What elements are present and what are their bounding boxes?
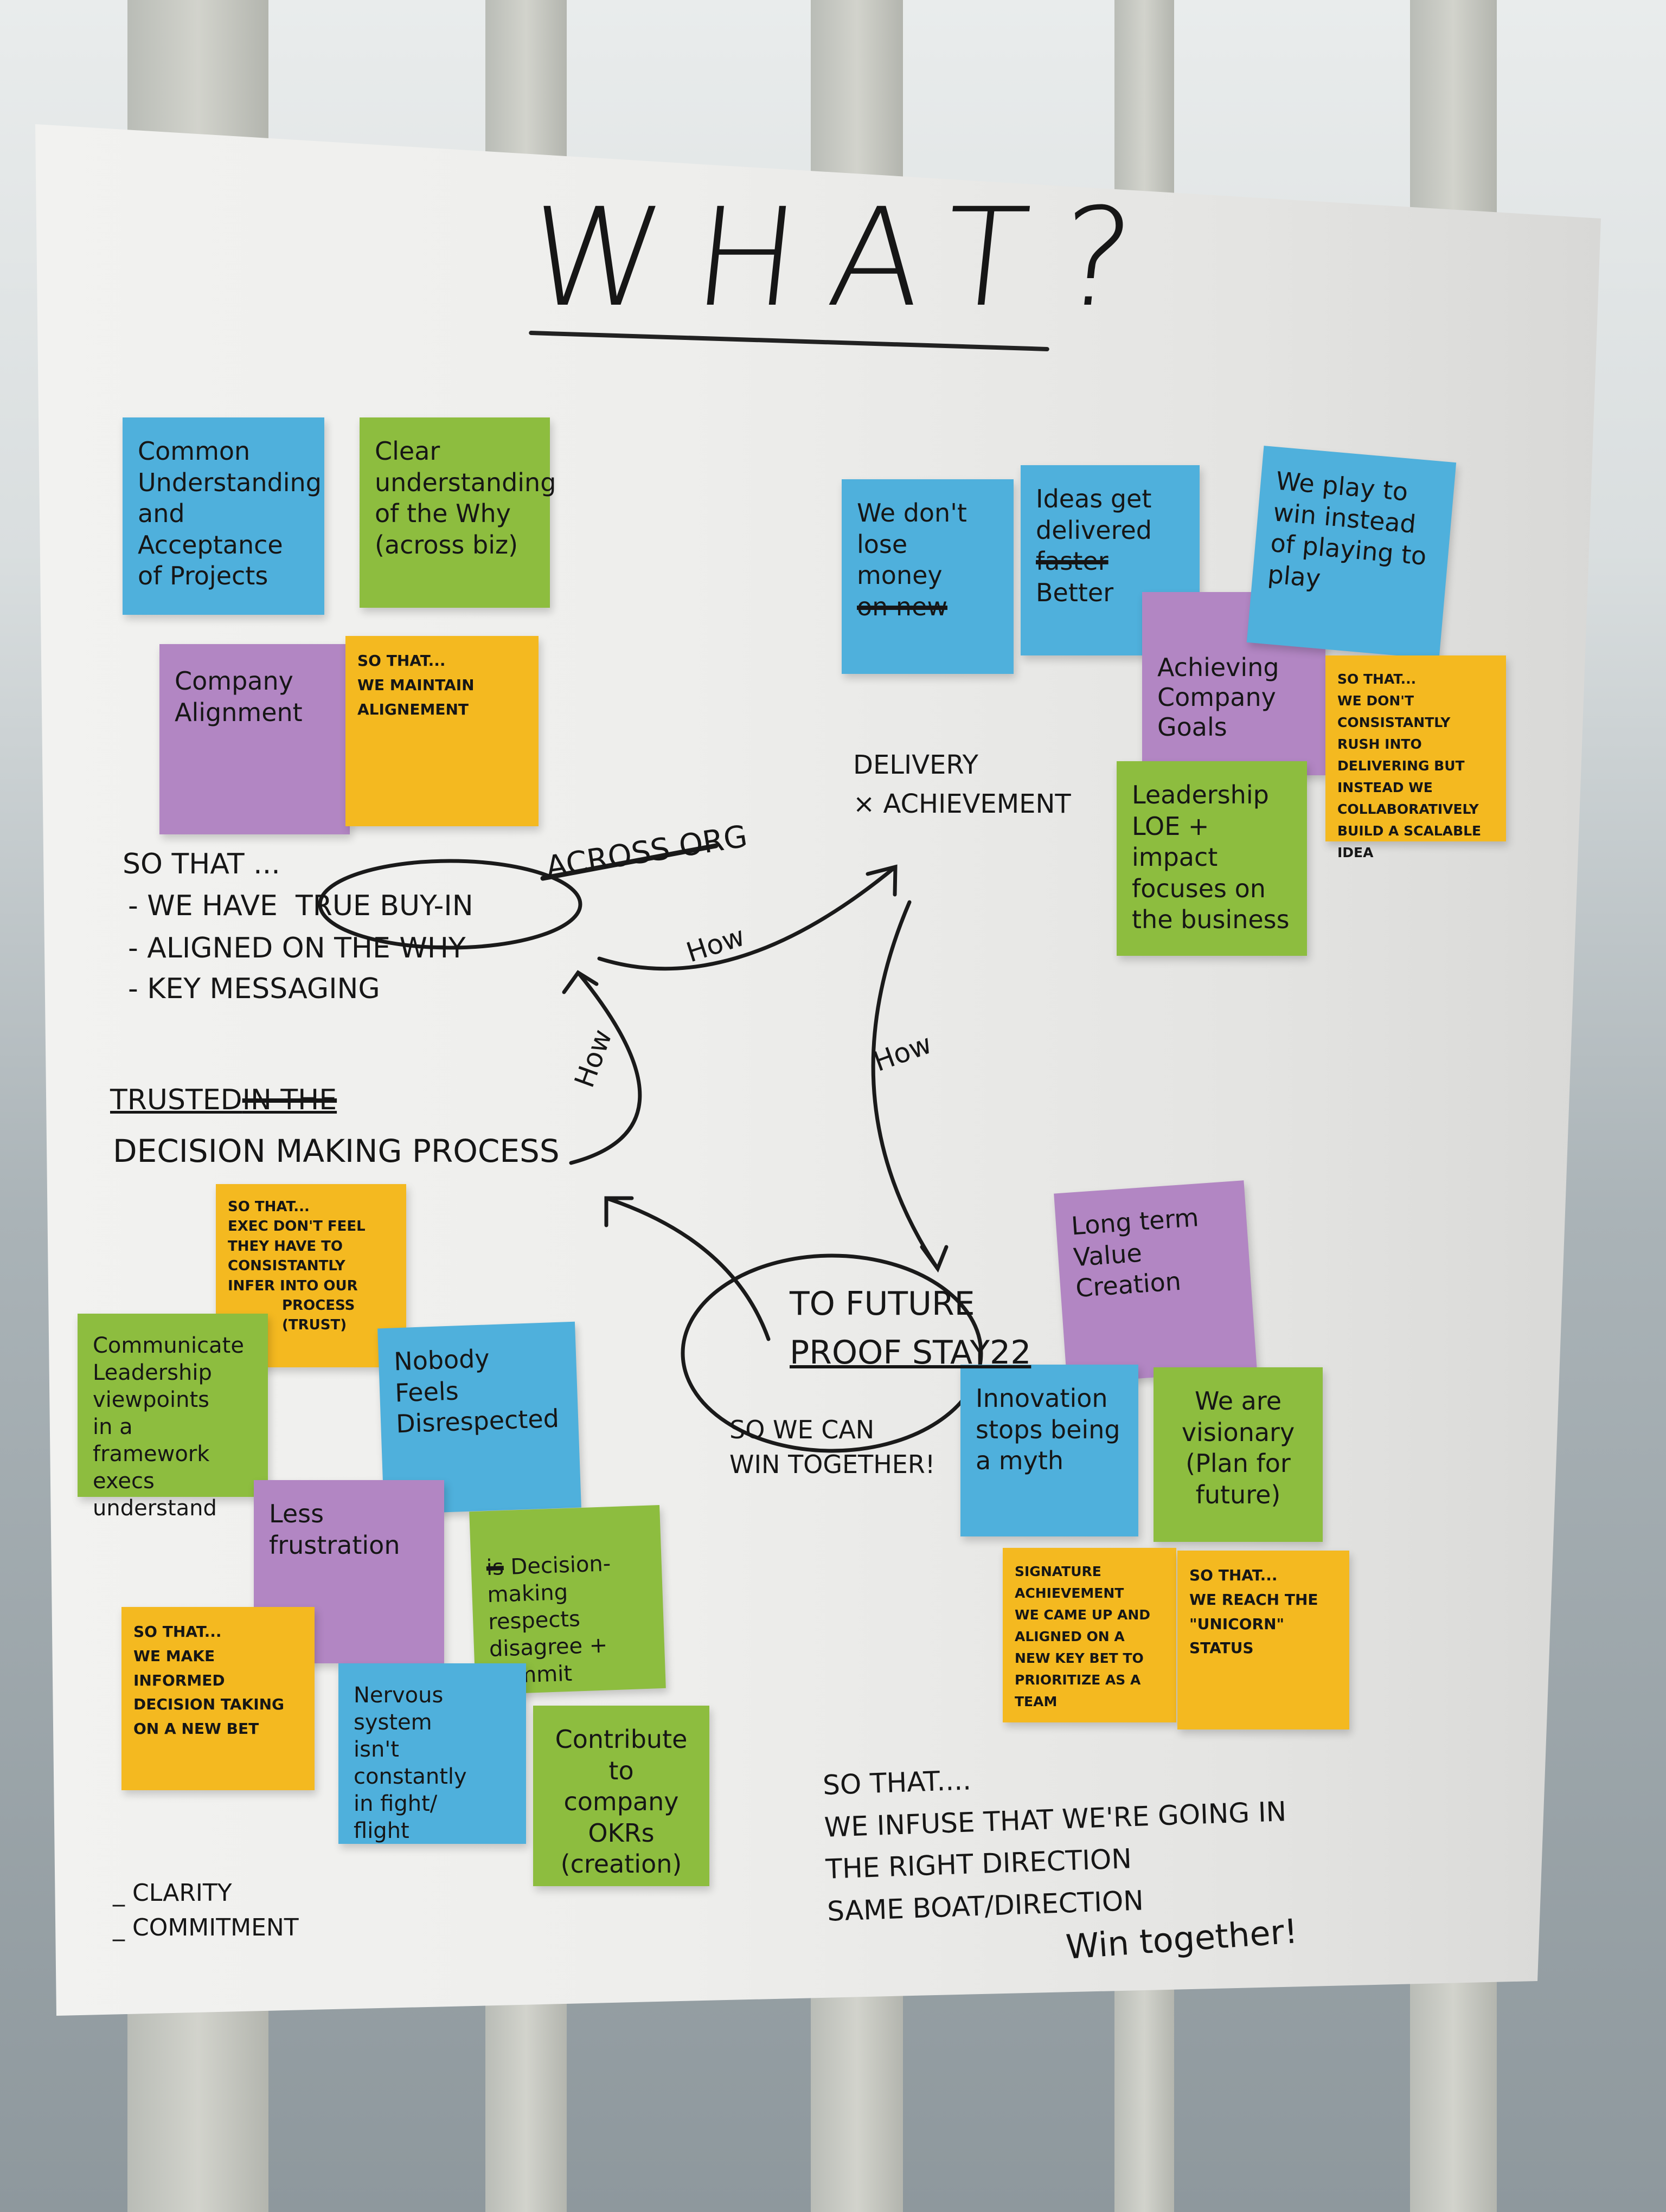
sticky-note: Innovation stops being a myth <box>960 1365 1138 1536</box>
arrowhead <box>866 864 898 897</box>
buy-in-line: - We have True buy-in <box>128 885 473 927</box>
arrow-how-to-future <box>871 900 940 1271</box>
sticky-note: We play to win instead of playing to pla… <box>1246 446 1457 659</box>
sticky-note: Contribute to company OKRs (creation) <box>533 1706 709 1886</box>
sticky-note: Nervous system isn't constantly in fight… <box>338 1663 526 1844</box>
struck-text: on new <box>857 591 947 621</box>
buy-in-intro: So that ... <box>123 848 280 880</box>
struck-text: in the <box>242 1084 337 1116</box>
future-proof-line: To future <box>790 1285 975 1323</box>
trusted-text: Trusted <box>110 1084 242 1116</box>
sticky-note: Less frustration <box>254 1480 444 1663</box>
arrow-how-to-buy-in <box>569 970 642 1165</box>
note-text: Better <box>1036 577 1114 607</box>
note-text: We don't lose money <box>857 498 967 590</box>
arrow-to-decision <box>604 1196 771 1341</box>
struck-text: is <box>486 1555 504 1581</box>
arrow-how-to-delivery <box>597 865 898 971</box>
sticky-note: Communicate Leadership viewpoints in a f… <box>78 1314 268 1521</box>
arrowhead <box>920 1245 949 1273</box>
sticky-note: Long term Value Creation <box>1054 1180 1257 1384</box>
sticky-note: So that... We maintain alignement <box>345 636 539 826</box>
future-proof-circle <box>681 1253 983 1453</box>
sticky-note: We are visionary (Plan for future) <box>1154 1367 1323 1542</box>
future-proof-label: To future proof Stay22 <box>790 1279 1031 1377</box>
sticky-note: Common Understanding and Acceptance of P… <box>123 417 324 615</box>
sticky-note: Signature achievement We came up and ali… <box>1003 1548 1176 1722</box>
sticky-note: Clear understanding of the Why (across b… <box>360 417 556 608</box>
arrowhead <box>604 1196 634 1227</box>
sticky-note: So that... We make informed decision tak… <box>121 1607 315 1790</box>
note-text: So that... Exec don't feel they have to … <box>228 1199 366 1334</box>
buy-in-circle <box>318 859 582 950</box>
sticky-note: Leadership LOE + impact focuses on the b… <box>1117 761 1307 956</box>
delivery-achievement-label: Delivery × Achievement <box>853 750 1071 819</box>
buy-in-line: - Key messaging <box>128 973 380 1005</box>
clarity-commitment-list: _ Clarity _ Commitment <box>113 1879 299 1941</box>
across-org-underline <box>540 843 719 881</box>
sticky-note: So that... We reach the "unicorn" status <box>1177 1551 1349 1729</box>
trusted-heading: Trustedin the <box>110 1079 337 1121</box>
buy-in-line-text: - We have <box>128 890 278 922</box>
bottom-so-that: So that.... We infuse that we're going i… <box>822 1764 1287 1927</box>
win-together-small: So we can win together! <box>729 1415 935 1480</box>
struck-text: faster <box>1036 546 1108 576</box>
decision-process-label: Decision making process <box>113 1133 560 1169</box>
sticky-note: Company Alignment <box>159 644 350 834</box>
future-proof-line: proof Stay22 <box>790 1334 1031 1372</box>
true-buy-in-label: True buy-in <box>295 890 473 922</box>
buy-in-line: - Aligned on the why <box>128 932 466 964</box>
note-text: Ideas get delivered <box>1036 484 1152 545</box>
sticky-note: So that... We don't consistantly rush in… <box>1325 655 1506 860</box>
arrowhead <box>562 970 599 994</box>
